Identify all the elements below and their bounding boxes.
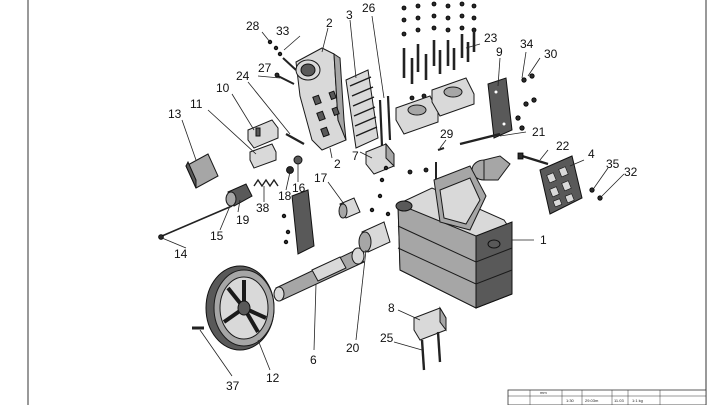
title-block-cell-4: 11.03 [614,398,624,403]
fixed-jaw-plate-4 [539,155,583,215]
bolt-22 [517,152,549,166]
callout-6: 6 [310,353,317,367]
wedge-11 [249,143,277,169]
flywheel-12 [205,265,275,351]
callout-9: 9 [496,45,503,59]
callout-7: 7 [352,149,359,163]
callout-35: 35 [606,157,620,171]
callout-23: 23 [484,31,498,45]
callout-12: 12 [266,371,280,385]
bearing-housing [471,155,511,181]
callout-3: 3 [346,8,353,22]
callout-10: 10 [216,81,230,95]
stud-array-23 [401,1,477,101]
bolts-25 [420,331,442,371]
callout-2-top: 2 [326,16,333,30]
callout-26: 26 [362,1,376,15]
title-block-cell-2: 1:30 [566,398,575,403]
callout-34: 34 [520,37,534,51]
bearing-20 [358,221,391,253]
callout-25: 25 [380,331,394,345]
callout-11: 11 [190,97,203,111]
side-plate-left [291,189,315,255]
leader-lines [161,15,625,377]
bolts-26 [378,95,392,147]
bearing-caps [395,77,475,135]
small-nuts [281,165,391,245]
side-plate-9 [487,77,513,139]
callout-38: 38 [256,201,270,215]
tension-cylinder-19 [225,183,253,207]
callout-24: 24 [236,69,250,83]
title-block-cell-3: 29.03m [585,398,599,403]
callout-16: 16 [292,181,306,195]
callout-1: 1 [540,233,547,247]
callout-2-bottom: 2 [334,157,341,171]
bolt-27 [274,72,295,85]
callout-29: 29 [440,127,454,141]
title-block-unit: mm [540,390,547,395]
callout-8: 8 [388,301,395,315]
callout-30: 30 [544,47,558,61]
block-10 [247,119,279,149]
bushing-17 [338,197,361,219]
callout-32: 32 [624,165,638,179]
nuts-30-34 [515,73,537,131]
callout-21: 21 [532,125,546,139]
callout-4: 4 [588,147,595,161]
callout-28: 28 [246,19,260,33]
toggle-block-8 [413,306,447,341]
bolt-stack-28-33 [267,39,297,71]
nuts-32-35 [589,187,603,201]
block-7 [365,142,395,175]
callout-20: 20 [346,341,360,355]
title-block: mm 1:30 29.03m 11.03 1:1 kg [507,389,707,405]
callout-27: 27 [258,61,272,75]
bolts-29 [407,147,445,180]
tension-rod-14 [158,205,233,240]
callout-14: 14 [174,247,188,261]
eccentric-shaft-6 [273,247,365,302]
callout-37: 37 [226,379,240,393]
swing-jaw-2 [295,47,347,151]
rod-21 [459,132,501,146]
callout-15: 15 [210,229,224,243]
callout-22: 22 [556,139,570,153]
jaw-plate-3 [345,69,379,149]
callout-19: 19 [236,213,250,227]
sheet-border [27,0,707,405]
callout-numbers: 1 2 2 3 4 6 7 8 9 10 11 12 13 14 15 16 1… [168,1,638,393]
callout-17: 17 [314,171,328,185]
rod-24 [285,133,305,145]
main-frame-1 [395,165,513,309]
title-block-cell-5: 1:1 kg [632,398,643,403]
toggle-seat-13 [185,153,219,189]
callout-18: 18 [278,189,292,203]
callout-13: 13 [168,107,182,121]
callout-33: 33 [276,24,290,38]
spring-38 [253,155,303,188]
